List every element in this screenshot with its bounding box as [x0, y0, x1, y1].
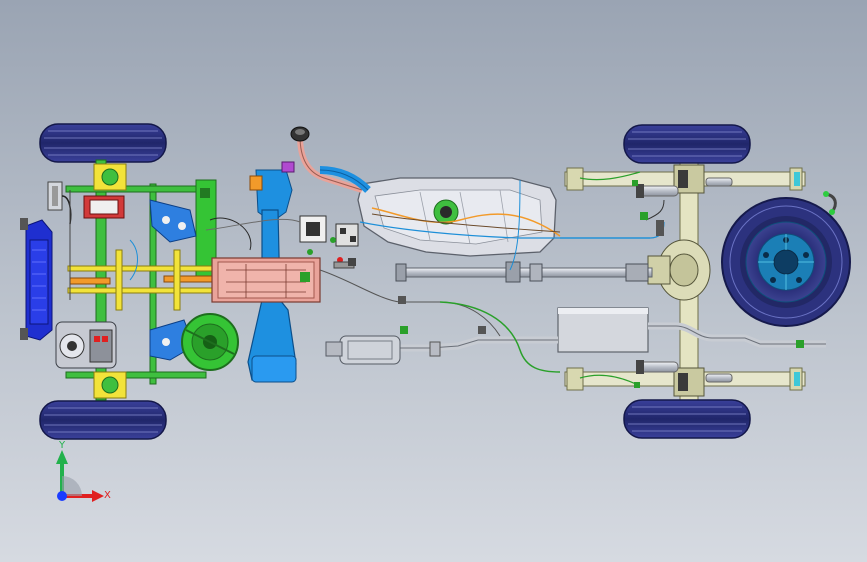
rear-axle[interactable] — [647, 159, 711, 401]
exhaust-system[interactable] — [325, 307, 826, 365]
spare-carrier-bracket — [823, 191, 837, 215]
fuel-tank[interactable] — [357, 177, 650, 257]
engine-block[interactable] — [55, 321, 117, 369]
front-brackets[interactable] — [149, 199, 197, 361]
rear-right-tire[interactable] — [623, 399, 751, 439]
rear-left-tire[interactable] — [623, 124, 751, 164]
radiator[interactable] — [20, 218, 53, 341]
front-right-tire[interactable] — [39, 400, 167, 440]
drive-shaft[interactable] — [395, 261, 653, 283]
connectors — [348, 180, 804, 388]
transfer-case[interactable] — [211, 257, 321, 303]
triad-x-label: X — [104, 490, 111, 501]
rear-shock-absorbers[interactable] — [636, 177, 733, 383]
fuel-filler-neck[interactable] — [290, 126, 371, 193]
spare-tire[interactable] — [721, 197, 851, 327]
coordinate-triad: Y X — [56, 440, 111, 502]
triad-y-label: Y — [58, 440, 66, 451]
fuel-filter[interactable] — [47, 181, 72, 225]
front-left-hub[interactable] — [83, 163, 127, 219]
steering-wheel[interactable] — [181, 313, 239, 371]
front-right-hub[interactable] — [93, 371, 127, 399]
front-left-tire[interactable] — [39, 123, 167, 163]
